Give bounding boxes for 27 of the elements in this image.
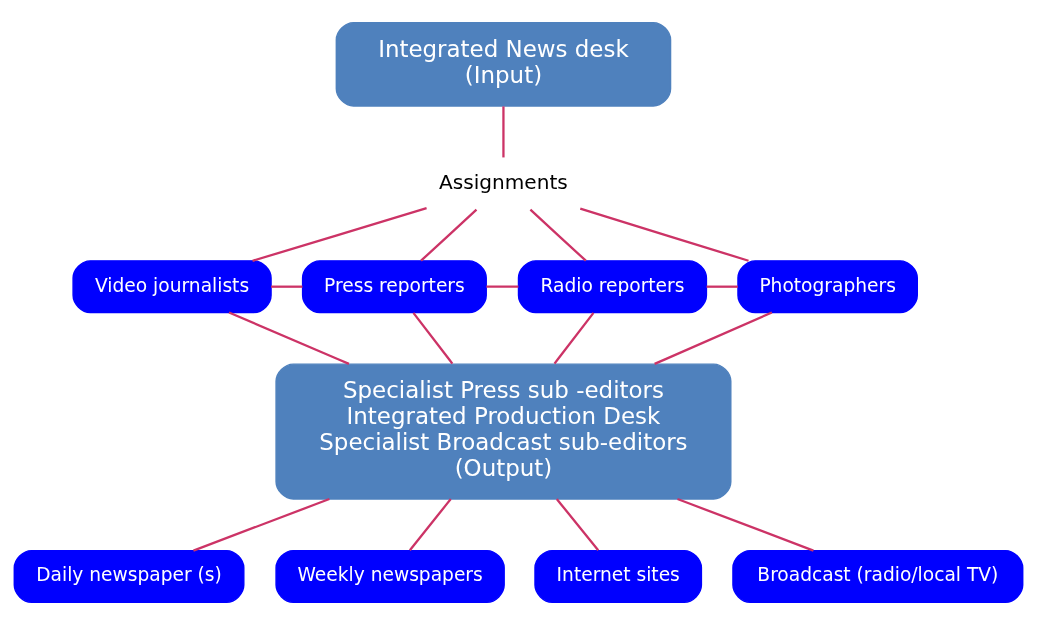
- connector: [420, 208, 478, 262]
- connector: [193, 497, 330, 552]
- connector: [555, 497, 600, 551]
- connector: [579, 207, 749, 262]
- connector: [252, 206, 427, 262]
- connector: [553, 311, 595, 364]
- connector: [677, 497, 814, 552]
- node-box: Specialist Press sub -editors Integrated Production Desk Specialist Broadcast sub-editors (Output): [275, 362, 732, 500]
- node-text: Assignments: [439, 169, 568, 194]
- node-box: Radio reporters: [517, 259, 708, 313]
- connector: [228, 310, 350, 365]
- connector: [502, 105, 505, 157]
- connector: [529, 208, 587, 262]
- connector: [706, 285, 738, 288]
- node-box: Internet sites: [534, 549, 703, 603]
- node-box: Video journalists: [72, 259, 272, 313]
- node-box: Integrated News desk (Input): [335, 21, 672, 107]
- node-box: Press reporters: [301, 259, 487, 313]
- node-box: Broadcast (radio/local TV): [732, 549, 1024, 603]
- node-box: Daily newspaper (s): [13, 549, 245, 603]
- connector: [409, 497, 452, 551]
- connector: [654, 310, 773, 365]
- node-box: Weekly newspapers: [275, 549, 505, 603]
- connector: [412, 311, 454, 364]
- connector: [486, 285, 519, 288]
- node-box: Photographers: [737, 259, 918, 313]
- connector: [271, 285, 303, 288]
